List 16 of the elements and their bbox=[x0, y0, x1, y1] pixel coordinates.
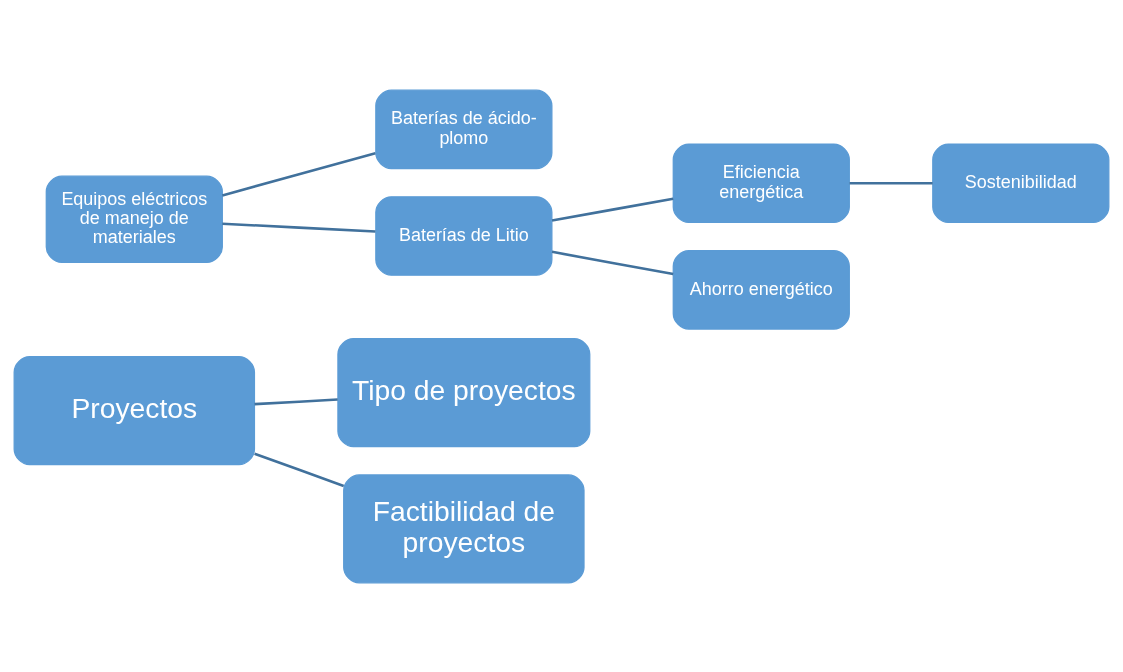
node-box: Equipos eléctricos de manejo de materiales bbox=[45, 175, 223, 263]
node-box: Baterías de ácido-plomo bbox=[375, 89, 553, 169]
node-box: Baterías de Litio bbox=[375, 195, 553, 276]
connector bbox=[551, 197, 674, 222]
connector bbox=[849, 181, 933, 185]
connector bbox=[254, 452, 345, 487]
node-box: Sostenibilidad bbox=[932, 142, 1110, 223]
connector bbox=[254, 397, 338, 405]
node-box: Ahorro energético bbox=[672, 249, 850, 330]
connector bbox=[551, 250, 674, 275]
connector bbox=[222, 151, 376, 197]
node-box: Factibilidad de proyectos bbox=[343, 473, 585, 583]
node-box: Eficiencia energética bbox=[672, 142, 850, 223]
node-box: Tipo de proyectos bbox=[337, 337, 591, 447]
node-box: Proyectos bbox=[13, 355, 256, 465]
connector bbox=[222, 221, 376, 233]
